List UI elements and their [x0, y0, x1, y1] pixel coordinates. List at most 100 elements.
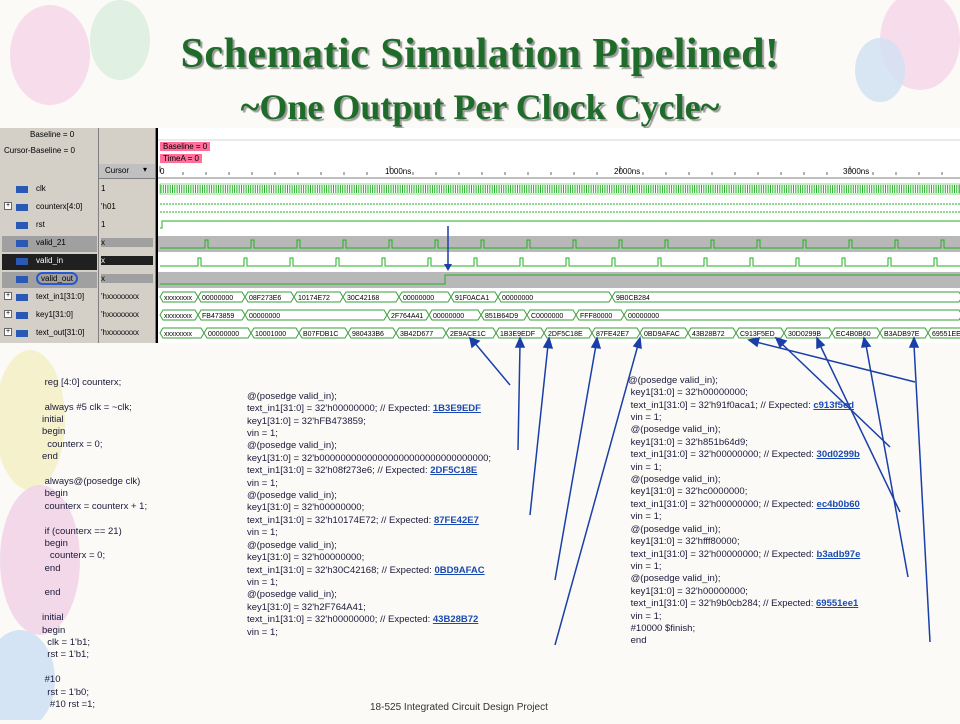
- signal-icon: [16, 204, 28, 211]
- finish-statement: #10000 $finish;: [628, 622, 696, 634]
- bus-value: 00000000: [249, 313, 280, 320]
- signal-icon: [16, 276, 28, 283]
- signal-icon: [16, 240, 28, 247]
- cursor-column-header[interactable]: Cursor▾: [99, 164, 155, 179]
- code-line: end: [42, 587, 61, 599]
- expand-icon[interactable]: +: [4, 310, 12, 318]
- bus-value: C0000000: [531, 313, 563, 320]
- code-line: rst = 1'b1;: [42, 649, 89, 661]
- expected-value-link[interactable]: 87FE42E7: [433, 514, 479, 526]
- bus-value: xxxxxxxx: [164, 295, 193, 302]
- bus-segment: 00000000: [623, 309, 960, 321]
- timeline-tick-label: 3000ns: [843, 167, 870, 176]
- baseline-label: Baseline = 0: [30, 130, 75, 139]
- panel-divider[interactable]: [156, 128, 158, 343]
- bus-value: 69551EE1: [932, 331, 960, 338]
- signal-value: x: [101, 274, 153, 283]
- bus-value: xxxxxxxx: [164, 331, 193, 338]
- cursor-baseline-label: Cursor-Baseline = 0: [4, 146, 75, 155]
- signal-icon: [16, 330, 28, 337]
- bus-value: 980433B6: [352, 331, 384, 338]
- expand-icon[interactable]: +: [4, 328, 12, 336]
- bus-value: 43B28B72: [692, 331, 725, 338]
- code-line: reg [4:0] counterx;: [42, 376, 122, 388]
- bus-value: 30D0299B: [788, 331, 821, 338]
- bus-value: 2F764A41: [391, 313, 423, 320]
- code-line: counterx = counterx + 1;: [42, 500, 148, 512]
- code-line: counterx = 0;: [42, 438, 103, 450]
- bus-value: 9B0CB284: [616, 295, 650, 302]
- expected-value-link[interactable]: c913f5ed: [813, 399, 855, 411]
- stimulus-block: @(posedge valid_in); key1[31:0] = 32'h00…: [247, 539, 485, 588]
- signal-value: 1: [101, 184, 106, 193]
- testbench-code-left: reg [4:0] counterx; always #5 clk = ~clk…: [42, 352, 147, 724]
- signal-value: 'h01: [101, 202, 116, 211]
- expected-value-link[interactable]: 2DF5C18E: [430, 465, 478, 477]
- expected-value-link[interactable]: 43B28B72: [432, 614, 479, 626]
- code-line: clk = 1'b1;: [42, 637, 91, 649]
- stimulus-block: @(posedge valid_in); key1[31:0] = 32'h85…: [628, 424, 860, 473]
- bus-segment: 69551EE1: [927, 327, 960, 339]
- code-line: [42, 662, 147, 674]
- bus-value: 00000000: [433, 313, 464, 320]
- slide-title: Schematic Simulation Pipelined!: [180, 31, 780, 77]
- signal-value: 1: [101, 220, 106, 229]
- signal-value: 'hxxxxxxxx: [101, 310, 139, 319]
- bus-value: B07FDB1C: [303, 331, 338, 338]
- footer-course-label: 18-525 Integrated Circuit Design Project: [370, 702, 548, 713]
- code-line: begin: [42, 624, 66, 636]
- stimulus-block: @(posedge valid_in); key1[31:0] = 32'h2F…: [247, 589, 479, 638]
- timeline-tick-label: 1000ns: [385, 167, 412, 176]
- code-line: begin: [42, 426, 66, 438]
- code-line: rst = 1'b0;: [42, 686, 89, 698]
- stimulus-block: @(posedge valid_in); key1[31:0] = 32'h00…: [628, 573, 859, 622]
- code-line: [42, 389, 147, 401]
- bus-value: 87FE42E7: [596, 331, 629, 338]
- bus-value: EC4B0B60: [836, 331, 871, 338]
- expected-value-link[interactable]: 0BD9AFAC: [434, 564, 485, 576]
- signal-row-key1[interactable]: +key1[31:0]: [4, 310, 73, 319]
- signal-value: 'hxxxxxxxx: [101, 328, 139, 337]
- signal-icon: [16, 312, 28, 319]
- expected-value-link[interactable]: 1B3E9EDF: [432, 403, 481, 415]
- signal-row-valid-in[interactable]: valid_in: [2, 254, 97, 270]
- bus-value: xxxxxxxx: [164, 313, 193, 320]
- code-line: end: [42, 451, 58, 463]
- bus-value: 00000000: [403, 295, 434, 302]
- signal-row-rst[interactable]: rst: [2, 218, 97, 234]
- expand-icon[interactable]: +: [4, 292, 12, 300]
- signal-row-counterx[interactable]: +counterx[4:0]: [4, 202, 83, 211]
- expected-value-link[interactable]: 30d0299b: [816, 449, 860, 461]
- signal-row-text-in1[interactable]: +text_in1[31:0]: [4, 292, 85, 301]
- expand-icon[interactable]: +: [4, 202, 12, 210]
- code-line: counterx = 0;: [42, 550, 106, 562]
- code-line: [42, 464, 147, 476]
- signal-icon: [16, 294, 28, 301]
- signal-value: x: [101, 256, 153, 265]
- signal-row-text-out[interactable]: +text_out[31:0]: [4, 328, 85, 337]
- signal-row-valid-21[interactable]: valid_21: [2, 236, 97, 252]
- baseline-marker-tag: Baseline = 0: [160, 142, 211, 151]
- expected-value-link[interactable]: ec4b0b60: [816, 498, 860, 510]
- expected-value-link[interactable]: 69551ee1: [816, 598, 859, 610]
- bus-value: 00000000: [202, 295, 233, 302]
- bus-value: C913F5ED: [740, 331, 775, 338]
- end-statement: end: [628, 635, 647, 647]
- code-line: [42, 513, 147, 525]
- signal-value: 'hxxxxxxxx: [101, 292, 139, 301]
- bus-value: 08F273E6: [249, 295, 281, 302]
- bus-value: 00000000: [502, 295, 533, 302]
- code-line: begin: [42, 537, 68, 549]
- signal-row-clk[interactable]: clk: [2, 182, 97, 198]
- bus-value: 851B64D9: [485, 313, 518, 320]
- signal-icon: [16, 222, 28, 229]
- bus-value: 2E9ACE1C: [450, 331, 486, 338]
- bus-segment: 9B0CB284: [611, 291, 960, 303]
- signal-row-valid-out[interactable]: valid_out: [2, 272, 97, 288]
- expected-value-link[interactable]: b3adb97e: [816, 548, 861, 560]
- code-line: begin: [42, 488, 68, 500]
- code-line: end: [42, 562, 61, 574]
- stimulus-block: @(posedge valid_in); key1[31:0] = 32'hff…: [628, 523, 861, 572]
